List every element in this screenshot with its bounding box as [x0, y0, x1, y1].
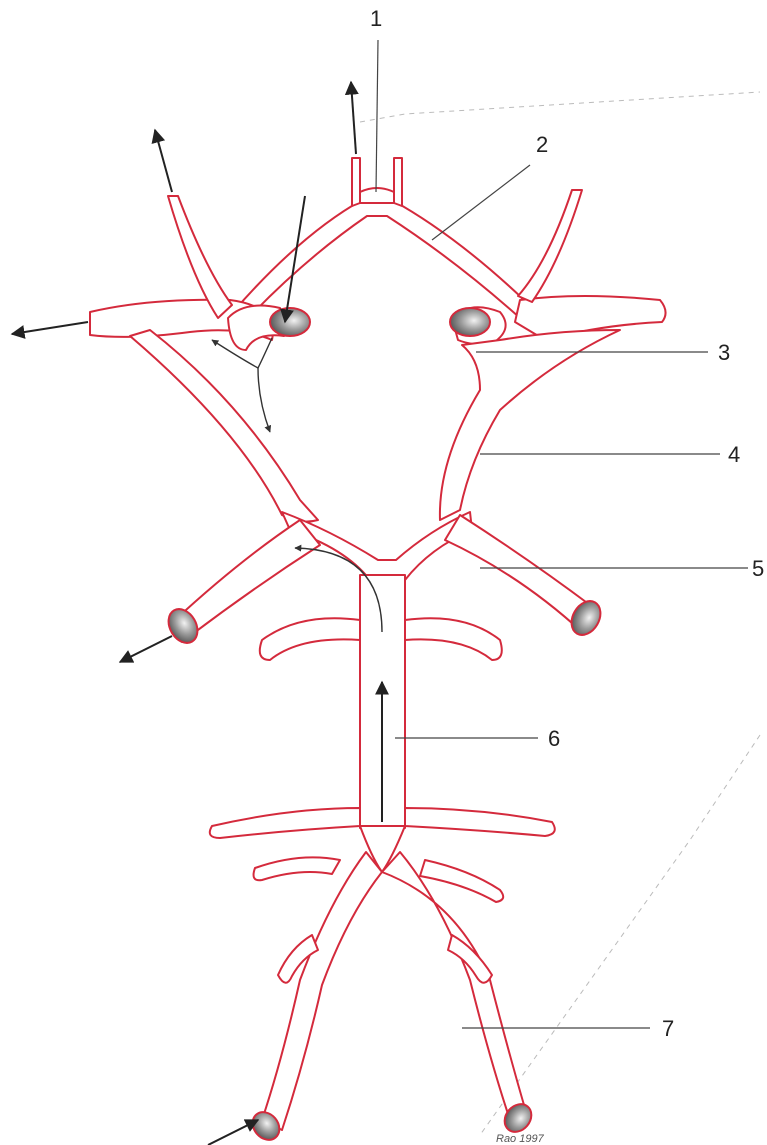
- leader-2: [432, 165, 530, 240]
- label-1: 1: [370, 6, 382, 31]
- left-aica: [210, 808, 360, 838]
- aca-stem-left: [352, 158, 360, 206]
- arrow-up-left-aca: [155, 130, 172, 192]
- background-dashed-line-top: [360, 92, 760, 122]
- right-pcom: [440, 330, 620, 520]
- label-2: 2: [536, 132, 548, 157]
- leader-1: [376, 40, 378, 192]
- author-signature: Rao 1997: [496, 1133, 545, 1145]
- left-middle-cerebral-artery: [90, 196, 318, 522]
- right-vertebral: [382, 852, 526, 1120]
- arrow-out-left-pca: [120, 636, 172, 662]
- right-pica-upper: [420, 860, 503, 902]
- label-3: 3: [718, 340, 730, 365]
- arrow-into-vertebral: [208, 1120, 258, 1145]
- arrow-left-mca: [12, 322, 88, 334]
- right-pca: [445, 515, 593, 632]
- background-dashed-line-bottom: [480, 735, 760, 1135]
- label-4: 4: [728, 442, 740, 467]
- vertebral-arteries: [247, 826, 537, 1145]
- left-carotid-lumen: [270, 308, 310, 336]
- anterior-cerebral-arteries: [233, 158, 522, 330]
- label-7: 7: [662, 1016, 674, 1041]
- arrow-up-aca: [351, 82, 356, 154]
- collateral-flow-down: [258, 368, 270, 432]
- right-aica: [405, 808, 555, 836]
- aca-stem-right: [394, 158, 402, 206]
- left-vertebral: [262, 852, 382, 1130]
- left-pcom: [130, 330, 318, 522]
- right-sca: [405, 618, 502, 660]
- right-upper-branch: [518, 190, 582, 302]
- label-6: 6: [548, 726, 560, 751]
- left-sca: [260, 618, 360, 660]
- acom-notch: [360, 188, 394, 203]
- diagram-labels: 1 2 3 4 5 6 7 Rao 1997: [370, 6, 764, 1145]
- left-pica-upper: [254, 857, 340, 880]
- right-middle-cerebral-artery: [440, 190, 666, 520]
- right-carotid-lumen: [450, 308, 490, 336]
- label-5: 5: [752, 556, 764, 581]
